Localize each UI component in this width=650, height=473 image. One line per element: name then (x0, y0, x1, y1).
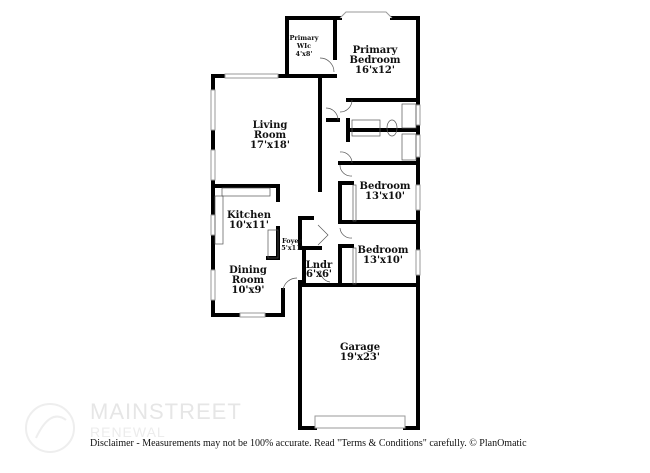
room-size: 10'x9' (232, 285, 265, 296)
room-laundry: Lndr 6'x6' (306, 260, 333, 280)
watermark-logo-icon (25, 403, 75, 453)
fixtures (214, 103, 417, 285)
room-dining-room: Dining Room 10'x9' (229, 265, 267, 296)
room-foyer: Foyer 5'x11' (281, 237, 302, 252)
room-primary-bedroom: Primary Bedroom 16'x12' (350, 45, 401, 76)
room-kitchen: Kitchen 10'x11' (227, 210, 272, 231)
room-size: 16'x12' (355, 65, 395, 76)
room-name: Bedroom (358, 245, 409, 256)
room-name: Primary (353, 45, 399, 56)
room-size: 17'x18' (250, 140, 290, 151)
room-size: 13'x10' (363, 255, 403, 266)
room-name: Living (253, 120, 288, 131)
room-name: Room (232, 275, 265, 286)
room-name: Kitchen (227, 210, 272, 221)
disclaimer-text: Disclaimer - Measurements may not be 100… (90, 438, 527, 449)
room-name: Bedroom (360, 181, 411, 192)
garage-door (314, 415, 406, 429)
room-name: Bedroom (350, 55, 401, 66)
room-bedroom-2: Bedroom 13'x10' (358, 245, 409, 266)
room-size: 19'x23' (340, 352, 380, 363)
room-name: Lndr (306, 260, 333, 271)
room-size: 4'x8' (296, 50, 313, 58)
room-living-room: Living Room 17'x18' (250, 120, 290, 151)
room-bedroom-1: Bedroom 13'x10' (360, 181, 411, 202)
walls (211, 16, 420, 430)
room-name: Room (254, 130, 287, 141)
room-name: Foyer (282, 237, 303, 245)
room-size: 10'x11' (229, 220, 269, 231)
room-size: 13'x10' (365, 191, 405, 202)
room-name: WIc (296, 42, 311, 50)
watermark-logo-text: MAINSTREET (90, 399, 242, 424)
watermark-logo-subtext: RENEWAL (90, 424, 166, 440)
room-garage: Garage 19'x23' (340, 342, 380, 363)
room-name: Garage (340, 342, 380, 353)
room-size: 6'x6' (306, 269, 332, 280)
room-name: Dining (229, 265, 267, 276)
doors (282, 57, 353, 291)
windows (210, 11, 421, 318)
room-size: 5'x11' (281, 244, 302, 252)
room-name: Primary (289, 34, 318, 42)
room-primary-wic: Primary WIc 4'x8' (289, 34, 318, 58)
